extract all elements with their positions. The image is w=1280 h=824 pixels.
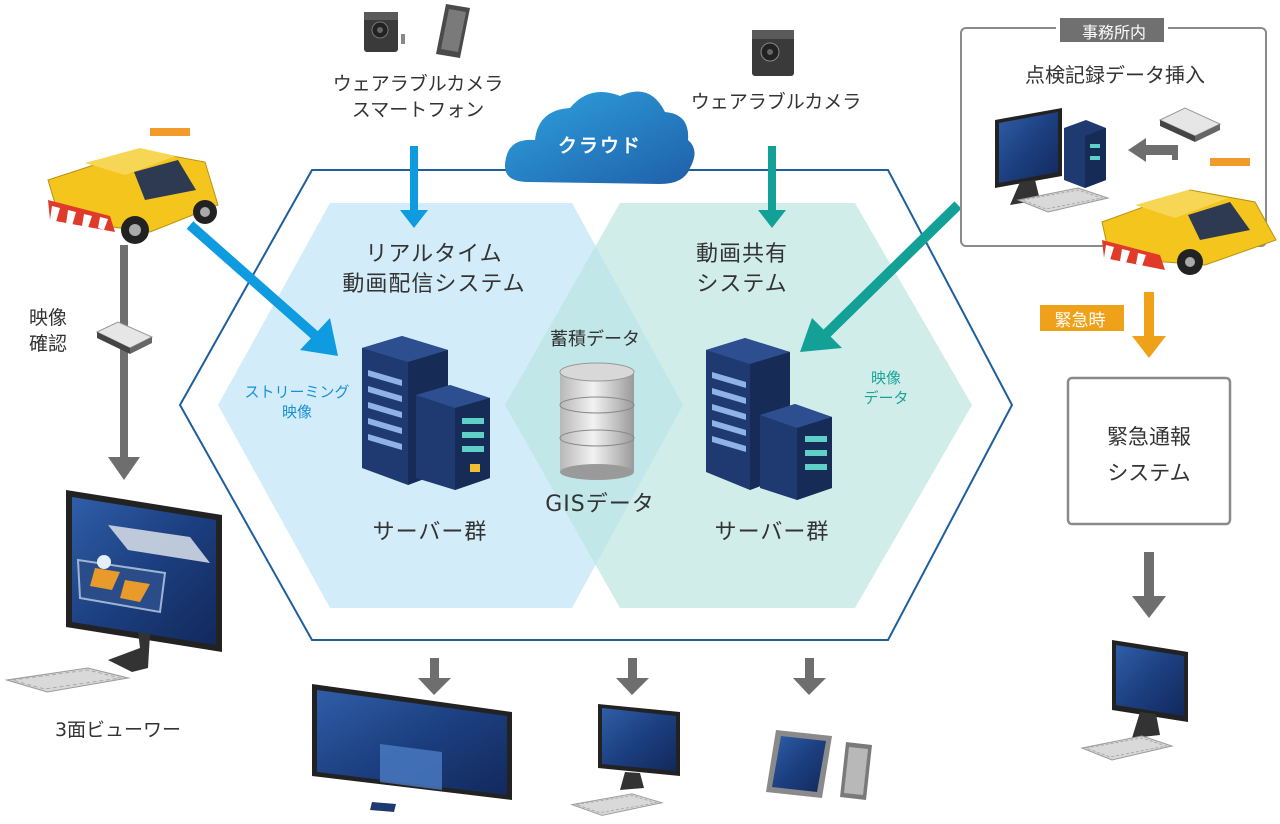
monitor-icon xyxy=(1112,640,1188,738)
office-tag-bg xyxy=(1060,18,1164,42)
emergency-system-label: 緊急通報 システム xyxy=(1107,425,1191,485)
router-icon xyxy=(1158,107,1222,142)
arrow-emergency-monitor xyxy=(1132,552,1166,618)
server-icon xyxy=(706,338,832,500)
emergency-system-box xyxy=(1066,376,1232,526)
video-data-label: 映像 データ xyxy=(863,369,909,408)
keyboard-icon xyxy=(1081,735,1173,761)
truck-icon xyxy=(1101,158,1277,275)
emergency-tag: 緊急時 xyxy=(1054,311,1106,331)
arrow-emergency xyxy=(1132,292,1166,358)
camera-icon xyxy=(364,12,405,52)
three-view-label: 3面ビューワー xyxy=(54,719,182,741)
truck-icon xyxy=(47,128,219,244)
video-wall-icon xyxy=(312,684,512,812)
arrow-camera-realtime xyxy=(400,146,428,228)
monitor-icon xyxy=(995,108,1062,205)
camera-label: ウェアラブルカメラ xyxy=(690,91,862,113)
keyboard-icon xyxy=(571,793,663,816)
video-share-system-label: 動画共有 システム xyxy=(695,242,788,297)
video-check-label: 映像 確認 xyxy=(28,307,67,355)
streaming-video-label: ストリーミング 映像 xyxy=(244,383,350,422)
cloud-label: クラウド xyxy=(557,135,642,157)
monitor-icon xyxy=(66,490,222,672)
pc-tower-icon xyxy=(1064,120,1106,188)
monitor-icon xyxy=(598,704,680,790)
gis-data-label: GISデータ xyxy=(545,492,655,517)
camera-phone-label: ウェアラブルカメラ スマートフォン xyxy=(332,73,504,121)
server-group-right-label: サーバー群 xyxy=(714,520,830,545)
server-group-left-label: サーバー群 xyxy=(372,520,488,545)
keyboard-icon xyxy=(6,667,129,693)
stored-data-label: 蓄積データ xyxy=(550,329,640,350)
emergency-tag-bg xyxy=(1040,305,1124,331)
smartphone-icon xyxy=(436,4,470,58)
server-icon xyxy=(362,336,490,490)
camera-icon xyxy=(752,30,794,76)
realtime-system-label: リアルタイム 動画配信システム xyxy=(342,242,526,297)
database-icon xyxy=(559,362,635,480)
tablet-icon xyxy=(766,730,832,798)
left-arrow-icon xyxy=(1128,138,1178,162)
smartphone-icon xyxy=(840,742,872,800)
arrow-office-share xyxy=(800,201,962,352)
system-hexagon xyxy=(178,169,1014,641)
arrow-down-viewer xyxy=(108,457,140,480)
office-tag: 事務所内 xyxy=(1081,23,1146,42)
cloud-icon xyxy=(504,91,695,184)
bottom-arrows xyxy=(418,658,826,695)
arrow-camera-share xyxy=(758,146,786,228)
arrow-truck-streaming xyxy=(186,221,338,356)
inspection-insert-label: 点検記録データ挿入 xyxy=(1025,63,1205,87)
router-icon xyxy=(95,321,154,354)
